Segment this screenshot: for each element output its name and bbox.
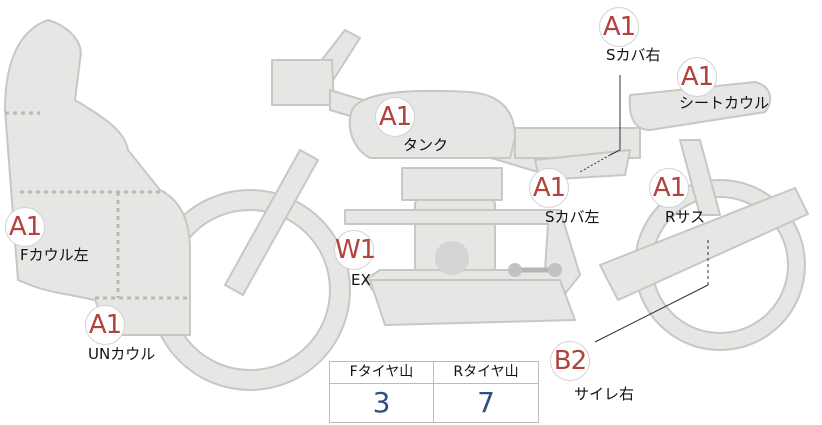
rear-shock (679, 139, 721, 216)
grade-marker-exhaust[interactable]: W1 (334, 230, 376, 270)
grade-marker-r-suspension[interactable]: A1 (649, 168, 689, 208)
front-fork (224, 149, 319, 296)
engine-top (401, 167, 503, 201)
part-label-s-cover-left: Sカバ左 (545, 208, 600, 226)
rear-tread-value: 7 (477, 386, 495, 419)
front-tread-header: Fタイヤ山 (330, 362, 434, 384)
part-label-r-suspension: Rサス (665, 208, 706, 226)
grade-marker-s-cover-left[interactable]: A1 (529, 168, 569, 208)
leader-silencer (594, 284, 709, 343)
grade-marker-un-cowl[interactable]: A1 (85, 305, 125, 345)
part-label-f-cowl: Fカウル左 (20, 246, 89, 264)
part-label-tank: タンク (403, 136, 449, 154)
leader-s-cover-right (609, 75, 621, 156)
rear-tread-header: Rタイヤ山 (434, 362, 538, 384)
headlight (271, 59, 335, 106)
part-label-silencer-right: サイレ右 (574, 385, 635, 403)
grade-marker-f-cowl[interactable]: A1 (5, 207, 45, 247)
front-tread-value: 3 (330, 384, 434, 422)
part-label-s-cover-right: Sカバ右 (606, 46, 661, 64)
grade-marker-tank[interactable]: A1 (375, 97, 415, 137)
part-label-un-cowl: UNカウル (88, 345, 156, 363)
grade-marker-silencer-right[interactable]: B2 (550, 341, 590, 381)
part-label-seat-cowl: シートカウル (679, 94, 770, 112)
grade-marker-s-cover-right[interactable]: A1 (599, 7, 639, 47)
silencer (599, 187, 809, 301)
front-cowl (4, 19, 191, 336)
exhaust-pipe (344, 209, 581, 301)
grade-marker-seat-cowl[interactable]: A1 (677, 57, 717, 97)
seat (628, 81, 772, 131)
tire-tread-table: Fタイヤ山 Rタイヤ山 3 7 (329, 361, 539, 423)
part-label-exhaust: EX (351, 271, 371, 289)
